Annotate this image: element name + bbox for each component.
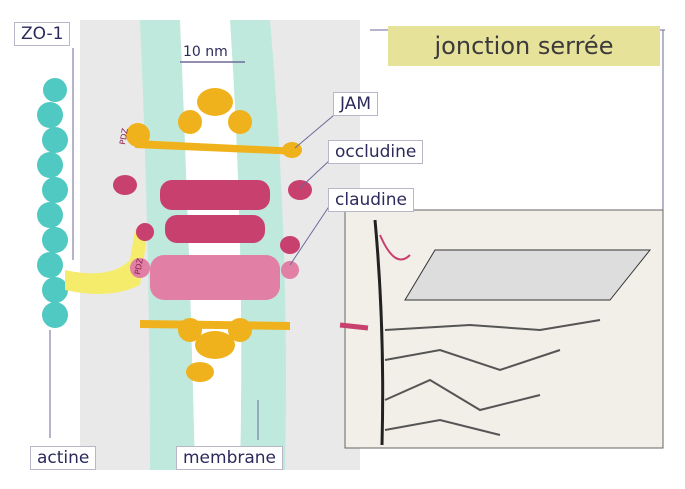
strand-network <box>384 319 601 436</box>
occludine-proteins <box>113 175 312 254</box>
label-scale: 10 nm <box>183 44 228 60</box>
label-claudine: claudine <box>328 188 415 212</box>
diagram-title: jonction serrée <box>388 26 660 66</box>
zo1-protein <box>65 227 147 294</box>
pdz-label-1: PDZ <box>118 127 130 145</box>
pink-arrow <box>339 322 369 331</box>
label-membrane: membrane <box>176 446 284 470</box>
actin-filament <box>37 78 68 328</box>
claudine-proteins <box>130 255 299 300</box>
label-occludine: occludine <box>328 140 424 164</box>
label-zo1: ZO-1 <box>14 22 71 46</box>
curved-arrow <box>379 234 411 261</box>
label-actine: actine <box>30 446 97 470</box>
jam-proteins <box>126 88 302 382</box>
membrane-left <box>140 20 195 470</box>
pdz-label-2: PDZ <box>133 257 145 275</box>
label-jam: JAM <box>333 92 379 116</box>
